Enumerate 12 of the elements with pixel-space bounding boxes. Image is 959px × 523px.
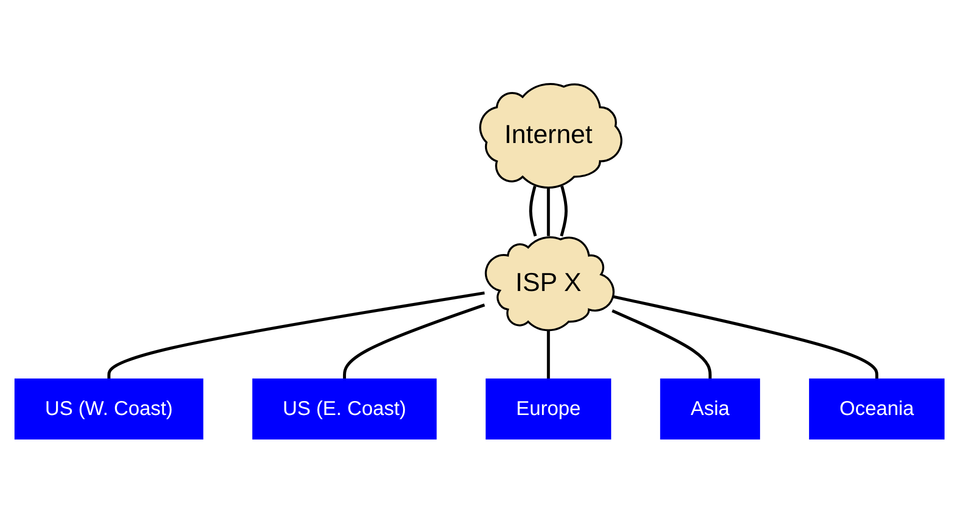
- connector: [342, 304, 485, 379]
- connector: [560, 186, 568, 236]
- node-box: Europe: [486, 378, 612, 440]
- connector: [546, 186, 550, 236]
- connector: [529, 186, 537, 236]
- node-box: US (W. Coast): [14, 378, 204, 440]
- node-box: Asia: [660, 378, 760, 440]
- connector: [612, 294, 878, 379]
- node-box: Oceania: [809, 378, 945, 440]
- connector: [612, 309, 712, 379]
- connector: [546, 329, 550, 379]
- node-box: US (E. Coast): [252, 378, 437, 440]
